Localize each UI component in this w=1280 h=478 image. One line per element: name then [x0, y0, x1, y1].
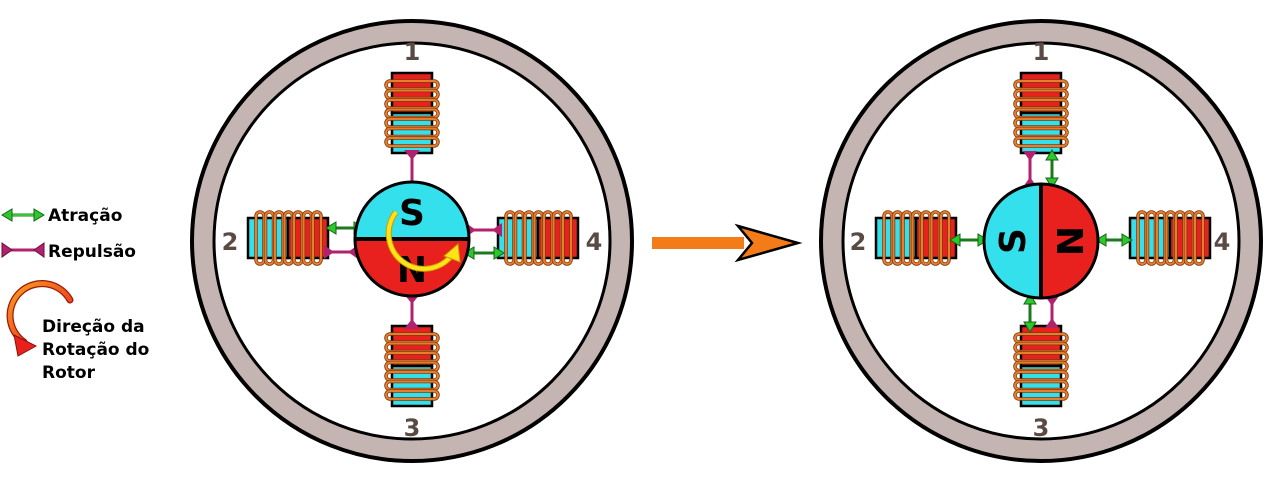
coil-3 [384, 324, 440, 408]
rotor-south-half [353, 180, 471, 241]
rotation-direction-legend-icon [6, 280, 74, 357]
rotation-label-line1: Direção da [42, 317, 145, 337]
repulsion-legend-icon [1, 242, 45, 258]
coil-4 [1128, 210, 1212, 266]
rotor-left: S N [353, 180, 471, 298]
coil-3-label: 3 [1033, 414, 1050, 442]
coil-1-label: 1 [1033, 38, 1050, 66]
transition-arrow [652, 223, 803, 263]
repulsion-label: Repulsão [48, 242, 136, 262]
coil-1 [1013, 71, 1069, 155]
rotation-label-line2: Rotação do [42, 340, 149, 360]
motor-right: S N 1 2 3 4 [819, 19, 1263, 463]
coil-2 [246, 210, 330, 266]
rotation-arrow [385, 210, 461, 272]
attraction-legend-icon [1, 208, 45, 222]
rotor-south-half [982, 182, 1043, 300]
coil-1 [384, 71, 440, 155]
coil-2-label: 2 [222, 228, 239, 256]
motor-left: S N 1 2 3 4 [190, 19, 634, 463]
coil-4-label: 4 [586, 228, 603, 256]
coil-2 [874, 210, 958, 266]
rotation-label-line3: Rotor [42, 363, 96, 383]
rotor-right: S N [982, 182, 1100, 300]
rotor-south-label: S [993, 228, 1034, 254]
coil-1-label: 1 [404, 38, 421, 66]
coil-4 [496, 210, 580, 266]
coil-3 [1013, 324, 1069, 408]
rotor-south-label: S [399, 193, 425, 234]
coil-2-label: 2 [850, 228, 867, 256]
rotor-north-label: N [1048, 226, 1089, 256]
legend: Atração Repulsão Direção da Rotação do R… [1, 206, 149, 383]
coil-3-label: 3 [404, 414, 421, 442]
attraction-label: Atração [48, 206, 122, 226]
coil-4-label: 4 [1214, 228, 1231, 256]
attraction-arrow-right-lower [463, 246, 505, 260]
rotor-north-half [1039, 182, 1100, 300]
attraction-arrow-right [1095, 233, 1133, 247]
